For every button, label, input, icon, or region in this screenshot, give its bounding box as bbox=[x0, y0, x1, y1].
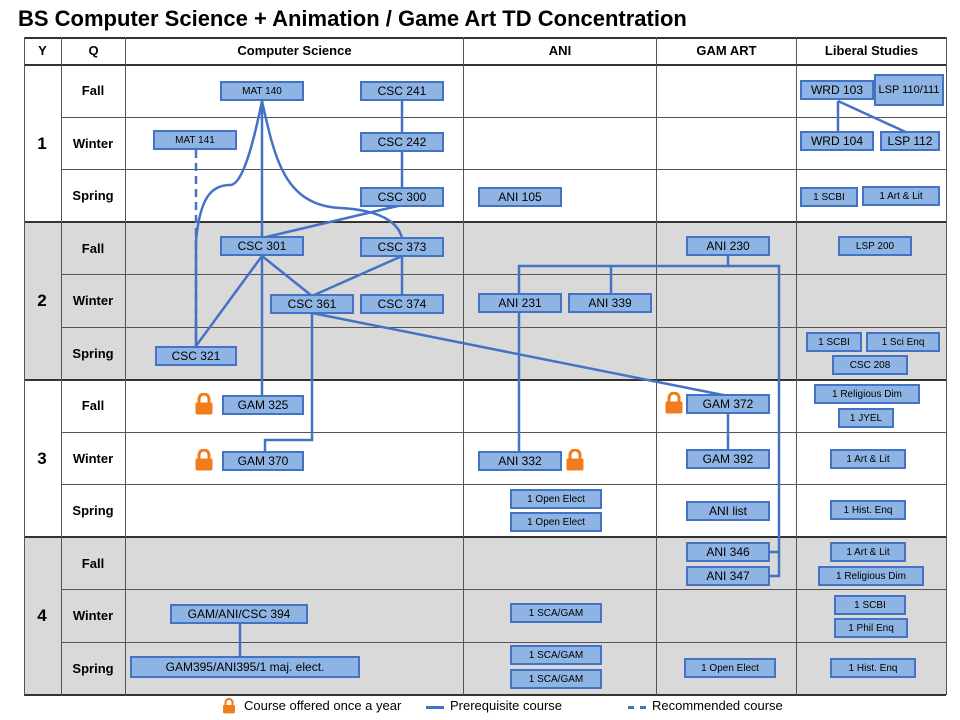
course-box-religious-dim: 1 Religious Dim bbox=[818, 566, 924, 586]
course-box-gam395: GAM395/ANI395/1 maj. elect. bbox=[130, 656, 360, 678]
course-box-ani231: ANI 231 bbox=[478, 293, 562, 313]
legend-lock-icon bbox=[223, 698, 235, 714]
course-box-lsp200: LSP 200 bbox=[838, 236, 912, 256]
course-box-wrd103: WRD 103 bbox=[800, 80, 874, 100]
course-box-csc301: CSC 301 bbox=[220, 236, 304, 256]
page-title: BS Computer Science + Animation / Game A… bbox=[18, 6, 687, 31]
course-box-lsp112: LSP 112 bbox=[880, 131, 940, 151]
course-box-ani346: ANI 346 bbox=[686, 542, 770, 562]
course-box-sca-gam: 1 SCA/GAM bbox=[510, 603, 602, 623]
course-box-gam325: GAM 325 bbox=[222, 395, 304, 415]
year-label: 3 bbox=[37, 449, 47, 468]
course-box-scbi: 1 SCBI bbox=[806, 332, 862, 352]
course-box-scbi: 1 SCBI bbox=[800, 187, 858, 207]
header-q: Q bbox=[88, 43, 99, 58]
course-box-wrd104: WRD 104 bbox=[800, 131, 874, 151]
course-box-scbi: 1 SCBI bbox=[834, 595, 906, 615]
quarter-label: Winter bbox=[72, 608, 114, 623]
course-box-csc374: CSC 374 bbox=[360, 294, 444, 314]
quarter-label: Fall bbox=[81, 83, 105, 98]
course-box-ani332: ANI 332 bbox=[478, 451, 562, 471]
legend-once-a-year: Course offered once a year bbox=[244, 698, 402, 713]
course-box-ani105: ANI 105 bbox=[478, 187, 562, 207]
quarter-label: Winter bbox=[72, 451, 114, 466]
course-box-ani339: ANI 339 bbox=[568, 293, 652, 313]
year-label: 1 bbox=[37, 134, 47, 153]
lock-icon bbox=[195, 393, 213, 415]
course-box-ani-list: ANI list bbox=[686, 501, 770, 521]
course-box-art-lit: 1 Art & Lit bbox=[862, 186, 940, 206]
legend-prereq-swatch bbox=[426, 706, 444, 709]
course-box-sci-enq: 1 Sci Enq bbox=[866, 332, 940, 352]
course-box-csc300: CSC 300 bbox=[360, 187, 444, 207]
course-box-art-lit: 1 Art & Lit bbox=[830, 542, 906, 562]
course-box-phil-enq: 1 Phil Enq bbox=[834, 618, 908, 638]
course-box-csc361: CSC 361 bbox=[270, 294, 354, 314]
course-box-gam370: GAM 370 bbox=[222, 451, 304, 471]
course-box-art-lit: 1 Art & Lit bbox=[830, 449, 906, 469]
course-box-csc241: CSC 241 bbox=[360, 81, 444, 101]
legend-prerequisite: Prerequisite course bbox=[450, 698, 562, 713]
quarter-label: Fall bbox=[81, 241, 105, 256]
course-box-religious-dim: 1 Religious Dim bbox=[814, 384, 920, 404]
course-box-sca-gam: 1 SCA/GAM bbox=[510, 669, 602, 689]
header-y: Y bbox=[38, 43, 47, 58]
quarter-label: Spring bbox=[72, 503, 114, 518]
course-box-lsp110: LSP 110/111 bbox=[874, 74, 944, 106]
course-box-mat140: MAT 140 bbox=[220, 81, 304, 101]
course-box-open-elect: 1 Open Elect bbox=[510, 512, 602, 532]
lock-icon bbox=[195, 449, 213, 471]
header-gam-art: GAM ART bbox=[696, 43, 757, 58]
course-box-open-elect: 1 Open Elect bbox=[684, 658, 776, 678]
lock-icon bbox=[566, 449, 584, 471]
header-ani: ANI bbox=[548, 43, 572, 58]
course-box-gam394: GAM/ANI/CSC 394 bbox=[170, 604, 308, 624]
legend-recommended-swatch bbox=[628, 706, 646, 709]
course-box-hist-enq: 1 Hist. Enq bbox=[830, 658, 916, 678]
course-box-csc373: CSC 373 bbox=[360, 237, 444, 257]
quarter-label: Spring bbox=[72, 188, 114, 203]
quarter-label: Winter bbox=[72, 136, 114, 151]
course-box-csc208: CSC 208 bbox=[832, 355, 908, 375]
lock-icon bbox=[665, 392, 683, 414]
course-box-mat141: MAT 141 bbox=[153, 130, 237, 150]
course-box-gam392: GAM 392 bbox=[686, 449, 770, 469]
course-box-csc321: CSC 321 bbox=[155, 346, 237, 366]
course-box-ani230: ANI 230 bbox=[686, 236, 770, 256]
quarter-label: Fall bbox=[81, 398, 105, 413]
quarter-label: Spring bbox=[72, 346, 114, 361]
course-box-jyel: 1 JYEL bbox=[838, 408, 894, 428]
course-box-ani347: ANI 347 bbox=[686, 566, 770, 586]
year-label: 2 bbox=[37, 291, 47, 310]
course-box-csc242: CSC 242 bbox=[360, 132, 444, 152]
course-box-gam372: GAM 372 bbox=[686, 394, 770, 414]
course-box-hist-enq: 1 Hist. Enq bbox=[830, 500, 906, 520]
course-box-sca-gam: 1 SCA/GAM bbox=[510, 645, 602, 665]
legend-recommended: Recommended course bbox=[652, 698, 783, 713]
year-label: 4 bbox=[37, 606, 47, 625]
quarter-label: Fall bbox=[81, 556, 105, 571]
course-box-open-elect: 1 Open Elect bbox=[510, 489, 602, 509]
header-computer-science: Computer Science bbox=[237, 43, 352, 58]
quarter-label: Spring bbox=[72, 661, 114, 676]
header-liberal-studies: Liberal Studies bbox=[824, 43, 919, 58]
quarter-label: Winter bbox=[72, 293, 114, 308]
